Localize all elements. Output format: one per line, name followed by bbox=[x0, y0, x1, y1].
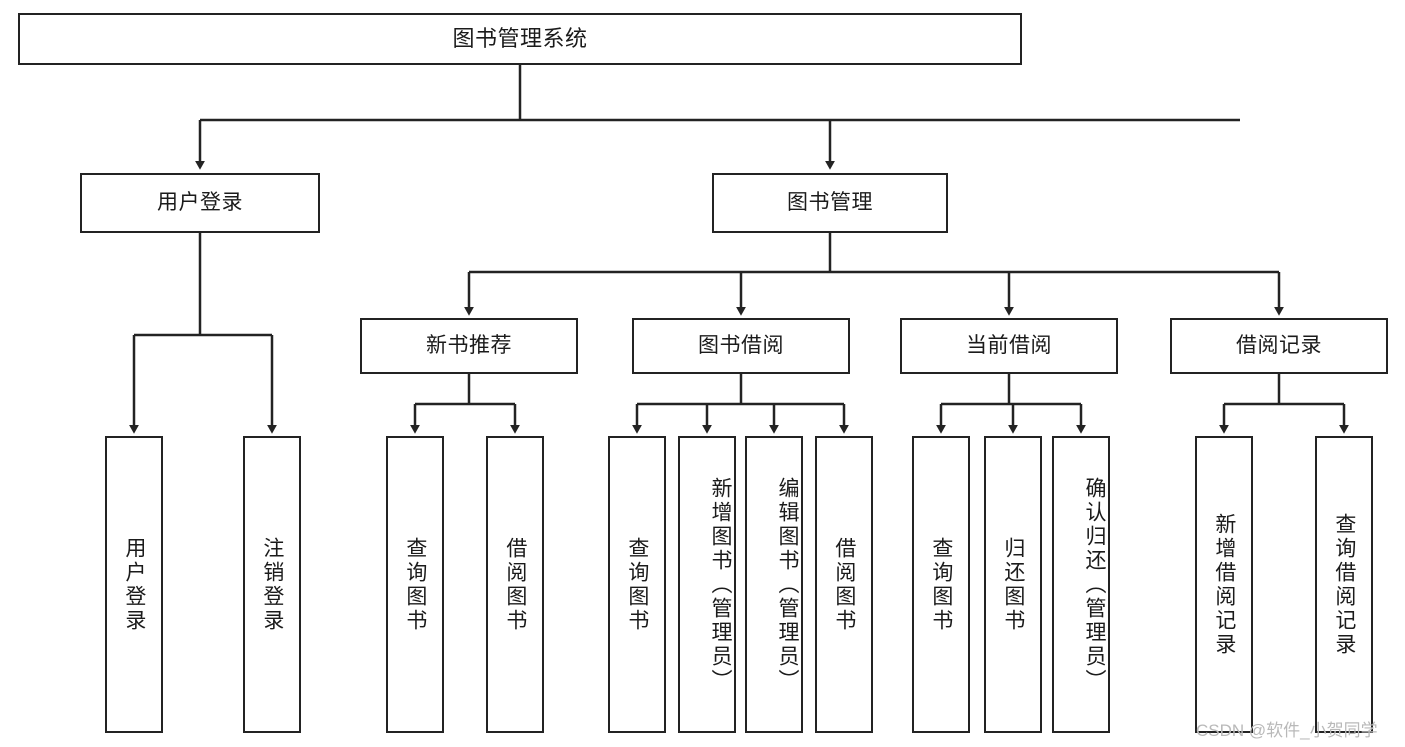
node-leaf-edit-book[interactable]: 编辑图书（管理员） bbox=[745, 436, 803, 733]
node-root-system[interactable]: 图书管理系统 bbox=[18, 13, 1022, 65]
node-new-book-recommend[interactable]: 新书推荐 bbox=[360, 318, 578, 374]
node-user-login[interactable]: 用户登录 bbox=[80, 173, 320, 233]
csdn-watermark: CSDN @软件_小贺同学 bbox=[1196, 721, 1378, 740]
node-leaf-confirm-return[interactable]: 确认归还（管理员） bbox=[1052, 436, 1110, 733]
node-current-borrow[interactable]: 当前借阅 bbox=[900, 318, 1118, 374]
node-leaf-logout[interactable]: 注销登录 bbox=[243, 436, 301, 733]
node-leaf-add-book[interactable]: 新增图书（管理员） bbox=[678, 436, 736, 733]
node-leaf-add-record[interactable]: 新增借阅记录 bbox=[1195, 436, 1253, 733]
node-leaf-query-book-2[interactable]: 查询图书 bbox=[608, 436, 666, 733]
node-leaf-query-record[interactable]: 查询借阅记录 bbox=[1315, 436, 1373, 733]
node-borrow-record[interactable]: 借阅记录 bbox=[1170, 318, 1388, 374]
node-book-management[interactable]: 图书管理 bbox=[712, 173, 948, 233]
node-leaf-borrow-book-2[interactable]: 借阅图书 bbox=[815, 436, 873, 733]
node-book-borrow[interactable]: 图书借阅 bbox=[632, 318, 850, 374]
node-leaf-return-book[interactable]: 归还图书 bbox=[984, 436, 1042, 733]
node-leaf-query-book-1[interactable]: 查询图书 bbox=[386, 436, 444, 733]
node-leaf-user-login[interactable]: 用户登录 bbox=[105, 436, 163, 733]
node-leaf-borrow-book-1[interactable]: 借阅图书 bbox=[486, 436, 544, 733]
node-leaf-query-book-3[interactable]: 查询图书 bbox=[912, 436, 970, 733]
